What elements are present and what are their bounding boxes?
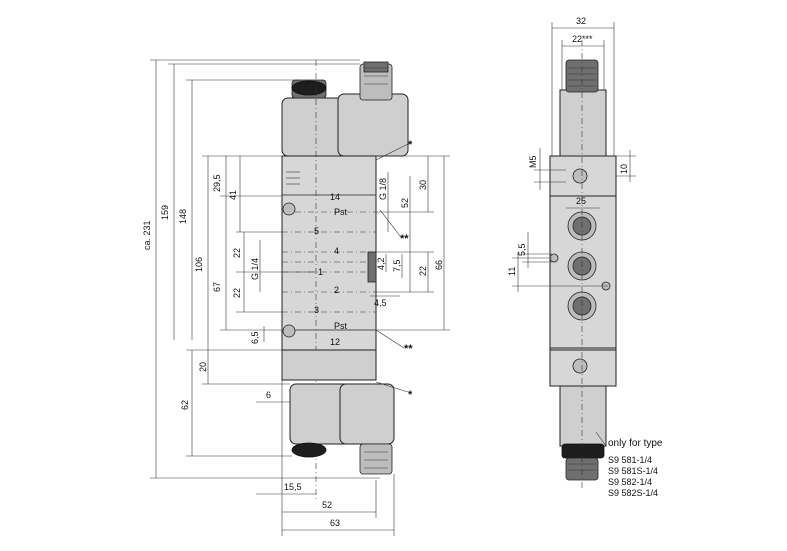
mark-star-bottom: * [408, 389, 413, 401]
upper-solenoid [281, 61, 409, 157]
right-dimensions: 66 30 52 22 G 1/8 4,2 7,5 4,5 * ** [370, 139, 450, 401]
type-item: S9 582-1/4 [608, 477, 652, 487]
front-view: 14 Pst 5 4 1 2 3 Pst 12 ca. 231 159 148 … [142, 59, 450, 536]
dim-6: 6 [266, 390, 271, 400]
dim-63: 63 [330, 518, 340, 528]
port-label-14: 14 [330, 192, 340, 202]
valve-body [281, 60, 377, 500]
thread-g14: G 1/4 [250, 258, 260, 280]
dim-4-2: 4,2 [376, 257, 386, 270]
port-label-3: 3 [314, 305, 319, 315]
type-item: S9 582S-1/4 [608, 488, 658, 498]
dim-22-upper: 22 [232, 248, 242, 258]
dim-15-5: 15,5 [284, 482, 302, 492]
type-item: S9 581S-1/4 [608, 466, 658, 476]
dim-52-right: 52 [400, 198, 410, 208]
dim-30: 30 [418, 180, 428, 190]
dim-5-5: 5,5 [517, 243, 527, 256]
dim-106: 106 [194, 257, 204, 272]
dim-148: 148 [178, 209, 188, 224]
port-label-12: 12 [330, 337, 340, 347]
mark-star-top: * [408, 139, 413, 151]
left-dimensions: ca. 231 159 148 106 67 41 29,5 22 [142, 59, 380, 479]
pst-label-lower: Pst [334, 321, 348, 331]
type-item: S9 581-1/4 [608, 455, 652, 465]
dim-20: 20 [198, 362, 208, 372]
side-view: 32 22*** M5 10 25 5,5 11 only for type S… [507, 16, 663, 498]
dim-22-triple-star: 22*** [572, 34, 593, 44]
thread-g18: G 1/8 [378, 178, 388, 200]
mark-double-star-upper: ** [400, 233, 409, 245]
port-label-4: 4 [334, 246, 339, 256]
dim-41: 41 [228, 190, 238, 200]
dim-7-5: 7,5 [392, 259, 402, 272]
note-only-for-type: only for type [608, 438, 663, 449]
dim-6-5: 6,5 [250, 331, 260, 344]
lower-solenoid [281, 349, 395, 475]
dim-29-5: 29,5 [212, 174, 222, 192]
pst-label-upper: Pst [334, 207, 348, 217]
dim-4-5: 4,5 [374, 298, 387, 308]
dim-11: 11 [507, 267, 517, 276]
dim-overall: ca. 231 [142, 220, 152, 250]
dim-52-bottom: 52 [322, 500, 332, 510]
dim-159: 159 [160, 205, 170, 220]
dim-62: 62 [180, 400, 190, 410]
port-label-5: 5 [314, 226, 319, 236]
dim-66: 66 [434, 260, 444, 270]
dim-22-right: 22 [418, 266, 428, 276]
dim-m5: M5 [528, 155, 538, 168]
dim-32: 32 [576, 16, 586, 26]
dim-22-lower: 22 [232, 288, 242, 298]
bottom-dimensions: 6 15,5 52 63 [256, 350, 395, 536]
port-label-1: 1 [318, 267, 323, 277]
dim-10: 10 [619, 164, 629, 174]
port-label-2: 2 [334, 285, 339, 295]
mark-double-star-lower: ** [404, 343, 413, 355]
dim-67: 67 [212, 282, 222, 292]
dim-25: 25 [576, 196, 586, 206]
